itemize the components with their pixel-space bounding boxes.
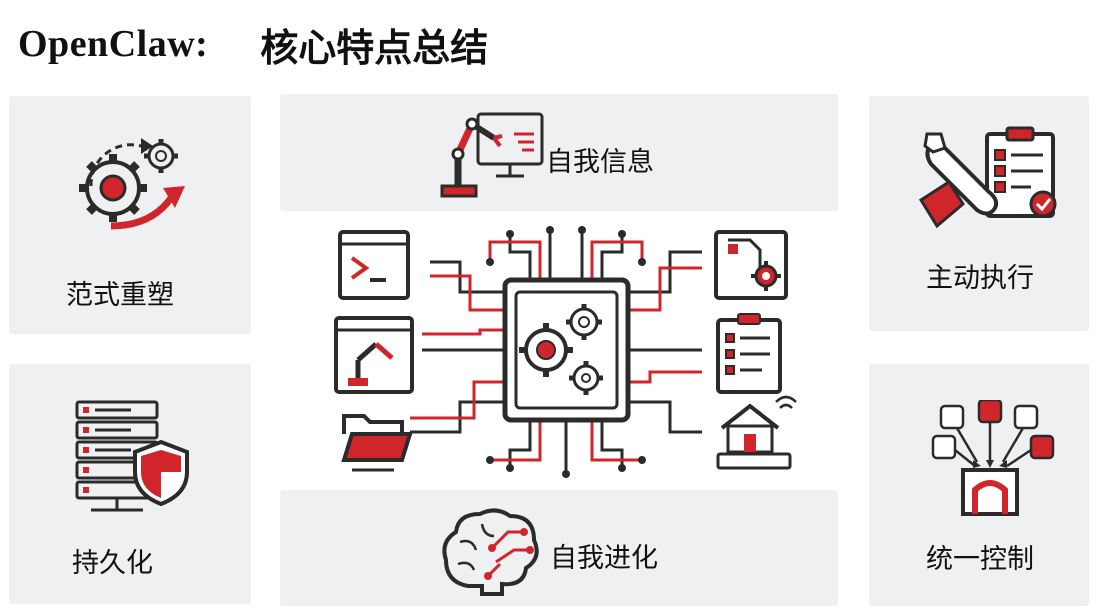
server-shield-icon [75,400,189,512]
card-label: 自我信息 [546,147,654,178]
terminal-icon [338,230,410,300]
card-persistence: 持久化 [9,364,251,604]
gears-arrow-icon [79,138,185,230]
card-label: 自我进化 [550,543,658,574]
brain-circuit-icon [442,508,539,596]
card-label: 统一控制 [926,544,1034,575]
card-label: 持久化 [72,548,153,579]
card-label: 主动执行 [926,263,1034,294]
page-subtitle: 核心特点总结 [260,25,489,70]
brand-name: OpenClaw: [18,23,209,65]
wrench-checklist-icon [919,126,1057,229]
chip-circuit-icon [334,226,797,478]
card-paradigm-reshape: 范式重塑 [9,96,251,334]
card-label: 范式重塑 [66,280,174,311]
page-title: OpenClaw: 核心特点总结 [18,14,488,74]
card-self-evolution: 自我进化 [280,490,838,606]
card-unified-control: 统一控制 [869,364,1089,606]
robot-arm-window-icon [334,316,414,394]
folder-icon [341,414,413,472]
robot-arm-monitor-icon [440,112,544,198]
card-active-execution: 主动执行 [869,96,1089,331]
document-gear-icon [714,230,788,300]
clipboard-checklist-icon [716,313,782,394]
apps-gateway-icon [931,400,1055,516]
card-self-information: 自我信息 [280,94,838,211]
smart-home-icon [716,395,797,470]
